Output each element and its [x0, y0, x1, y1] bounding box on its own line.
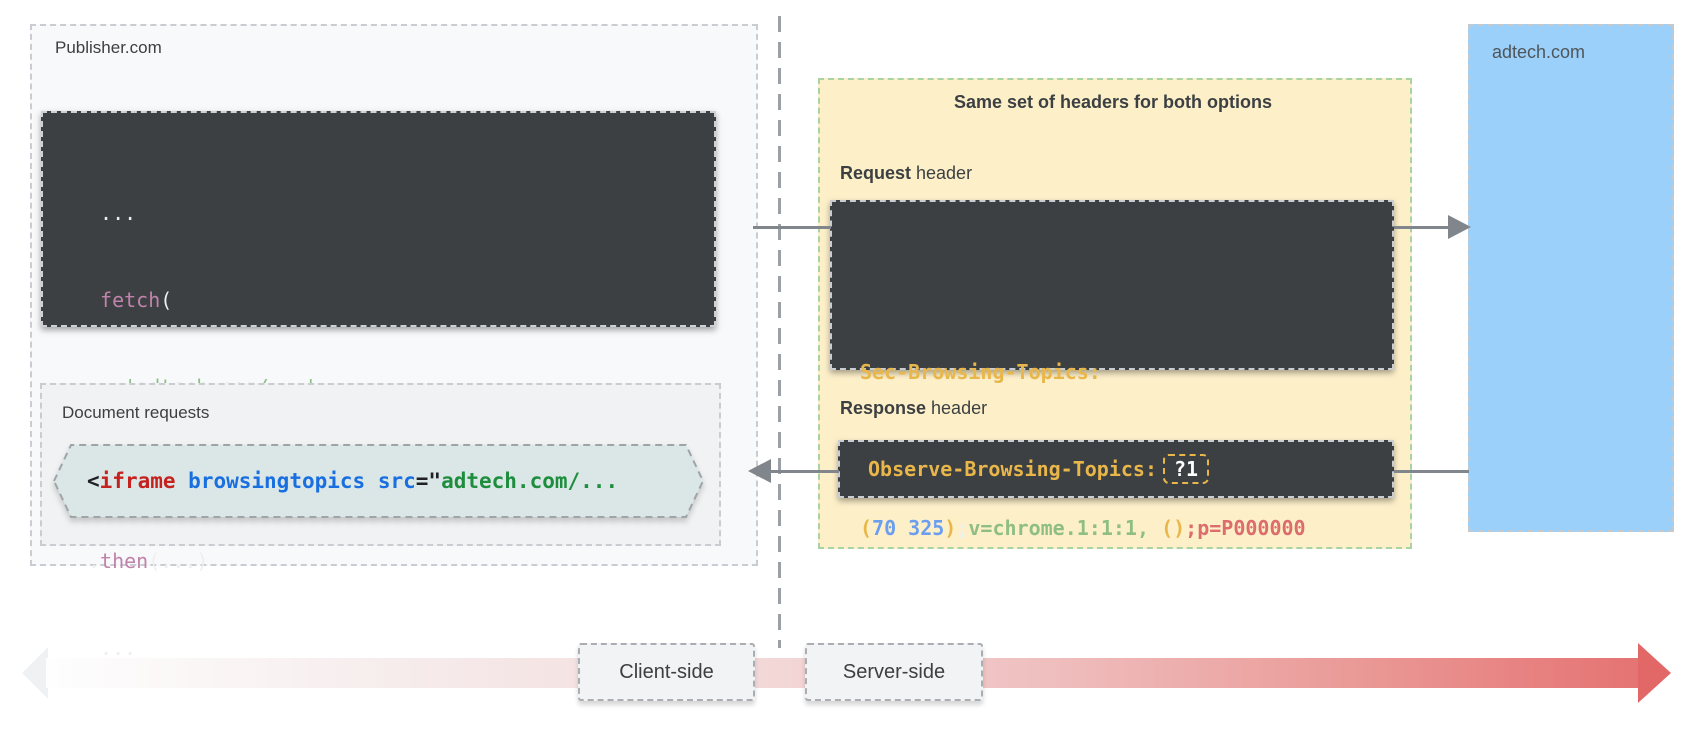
code-line: ... — [88, 201, 137, 225]
timeline-left-arrowhead-icon — [22, 647, 48, 699]
request-label-bold: Request — [840, 163, 912, 183]
fetch-code-block: ... fetch( 'adtech.com/...', {browsingTo… — [41, 111, 716, 660]
hexagon-shape — [52, 444, 705, 518]
response-header-label: Response header — [840, 398, 987, 419]
code-line: ... — [88, 636, 137, 660]
request-arrowhead-icon — [1448, 215, 1471, 239]
code-line: .then(...) — [88, 549, 209, 573]
response-arrow-line — [768, 470, 839, 473]
request-arrow-line — [1394, 226, 1448, 229]
adtech-label: adtech.com — [1492, 42, 1586, 62]
response-connector-line — [1394, 470, 1469, 473]
client-side-chip: Client-side — [578, 643, 755, 701]
server-side-chip: Server-side — [805, 643, 983, 701]
headers-panel-title: Same set of headers for both options — [953, 92, 1273, 112]
response-label-rest: header — [926, 398, 988, 418]
client-server-divider — [778, 16, 781, 648]
response-label-bold: Response — [840, 398, 927, 418]
iframe-hexagon: <iframe browsingtopics src="adtech.com/.… — [52, 442, 705, 520]
iframe-code-line: <iframe browsingtopics src="adtech.com/.… — [87, 469, 619, 493]
code-line: Observe-Browsing-Topics:?1 — [868, 454, 1210, 484]
document-requests-label: Document requests — [62, 403, 210, 422]
code-line: Sec-Browsing-Topics: — [860, 360, 1101, 384]
response-arrowhead-icon — [748, 459, 771, 483]
code-line: (70 325);v=chrome.1:1:1, ();p=P000000 — [860, 516, 1306, 540]
code-line: fetch( — [100, 288, 173, 312]
publisher-label: Publisher.com — [55, 38, 162, 57]
request-connector-line — [753, 226, 831, 229]
adtech-container — [1468, 24, 1674, 532]
request-header-code-block: Sec-Browsing-Topics: (70 325);v=chrome.1… — [830, 200, 1394, 540]
timeline-right-arrowhead-icon — [1638, 643, 1671, 703]
response-header-code-block: Observe-Browsing-Topics:?1 — [838, 440, 1394, 498]
request-label-rest: header — [911, 163, 973, 183]
request-header-label: Request header — [840, 163, 972, 184]
